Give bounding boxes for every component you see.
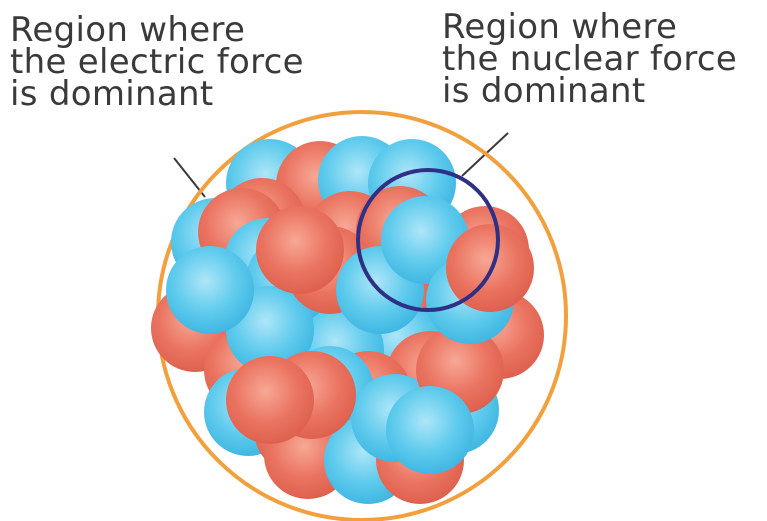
particles-group — [151, 136, 544, 504]
proton — [226, 356, 314, 444]
neutron — [166, 246, 254, 334]
proton — [256, 206, 344, 294]
neutron — [386, 386, 474, 474]
